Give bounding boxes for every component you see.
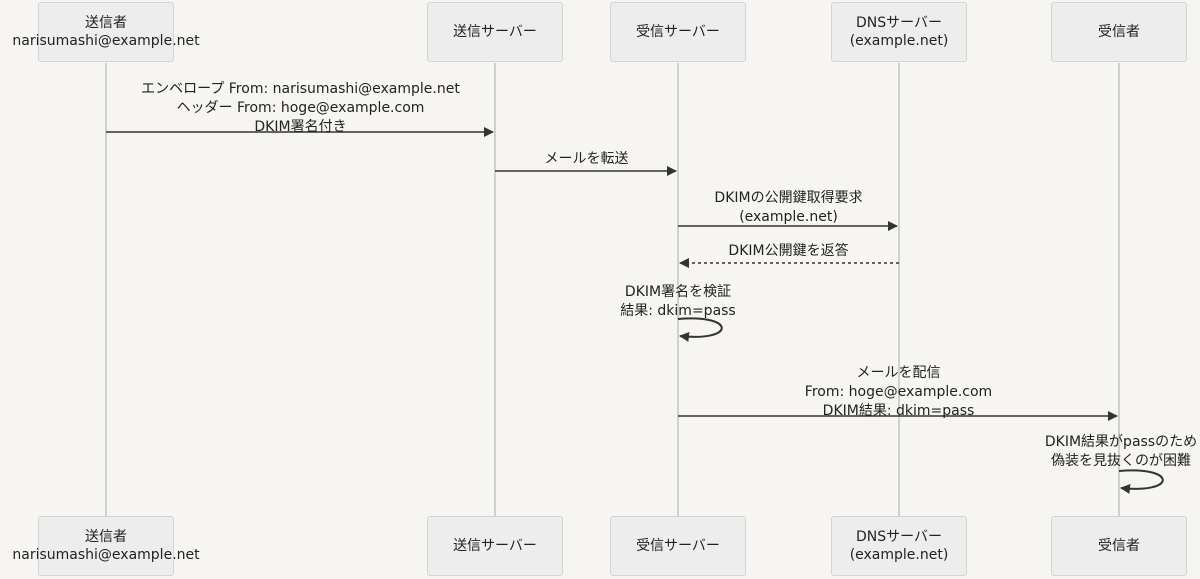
message-label-line: DKIM結果がpassのため bbox=[1044, 434, 1198, 450]
message-label: DKIM署名を検証結果: dkim=pass bbox=[620, 283, 735, 321]
actor-receiver-top: 受信者 bbox=[1051, 2, 1187, 62]
message-label: DKIM結果がpassのため偽装を見抜くのが困難 bbox=[1045, 433, 1197, 471]
lifeline-receiver bbox=[1118, 63, 1120, 518]
actor-sender-top: 送信者 narisumashi@example.net bbox=[12, 2, 200, 62]
message-label-line: 結果: dkim=pass bbox=[620, 303, 736, 319]
actor-label-line: narisumashi@example.net bbox=[12, 547, 200, 563]
message-label: エンベロープ From: narisumashi@example.net ヘッダー… bbox=[141, 80, 460, 137]
actor-label-line: 送信サーバー bbox=[453, 24, 537, 40]
actor-label-line: narisumashi@example.net bbox=[12, 33, 200, 49]
actor-recv-server-top: 受信サーバー bbox=[610, 2, 746, 62]
message-label-line: (example.net) bbox=[739, 209, 838, 225]
message-label-line: ヘッダー From: hoge@example.com bbox=[176, 100, 425, 116]
message-label-line: エンベロープ From: narisumashi@example.net bbox=[141, 81, 460, 97]
lifeline-sender bbox=[105, 63, 107, 518]
actor-send-server-bottom: 送信サーバー bbox=[427, 516, 563, 576]
actor-label-line: 受信者 bbox=[1098, 538, 1140, 554]
message-label-line: メールを配信 bbox=[856, 365, 941, 381]
message-label-line: DKIMの公開鍵取得要求 bbox=[714, 190, 863, 206]
message-label-line: メールを転送 bbox=[544, 151, 629, 167]
actor-label-line: DNSサーバー (example.net) bbox=[849, 15, 949, 49]
self-message-arrow bbox=[1118, 469, 1164, 494]
actor-dns-server-top: DNSサーバー (example.net) bbox=[831, 2, 967, 62]
actor-receiver-bottom: 受信者 bbox=[1051, 516, 1187, 576]
actor-label-line: DNSサーバー (example.net) bbox=[849, 529, 949, 563]
message-label-line: DKIM結果: dkim=pass bbox=[822, 403, 975, 419]
message-label-line: DKIM公開鍵を返答 bbox=[728, 243, 849, 259]
actor-label-line: 受信者 bbox=[1098, 24, 1140, 40]
message-label-line: 偽装を見抜くのが困難 bbox=[1050, 453, 1191, 469]
actor-sender-bottom: 送信者 narisumashi@example.net bbox=[12, 516, 200, 576]
self-message-arrow bbox=[677, 317, 723, 342]
message-label-line: DKIM署名を検証 bbox=[624, 284, 732, 300]
message-label: DKIM公開鍵を返答 bbox=[728, 242, 848, 261]
message-label: DKIMの公開鍵取得要求 (example.net) bbox=[714, 189, 862, 227]
lifeline-dns-server bbox=[898, 63, 900, 518]
message-label: メールを転送 bbox=[545, 150, 629, 169]
actor-label-line: 送信者 bbox=[85, 15, 127, 31]
lifeline-recv-server bbox=[677, 63, 679, 518]
message-label-line: DKIM署名付き bbox=[254, 119, 347, 135]
actor-label-line: 送信者 bbox=[85, 529, 127, 545]
actor-dns-server-bottom: DNSサーバー (example.net) bbox=[831, 516, 967, 576]
actor-recv-server-bottom: 受信サーバー bbox=[610, 516, 746, 576]
lifeline-send-server bbox=[494, 63, 496, 518]
message-label-line: From: hoge@example.com bbox=[804, 384, 993, 400]
actor-label-line: 受信サーバー bbox=[636, 24, 720, 40]
actor-send-server-top: 送信サーバー bbox=[427, 2, 563, 62]
actor-label-line: 送信サーバー bbox=[453, 538, 537, 554]
actor-label-line: 受信サーバー bbox=[636, 538, 720, 554]
